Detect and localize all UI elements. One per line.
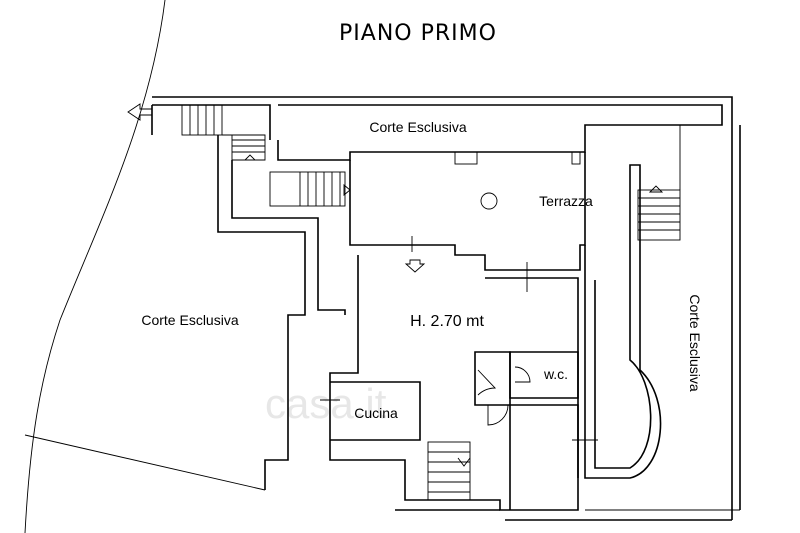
bottom-wall (395, 509, 732, 521)
label-corte-left: Corte Esclusiva (141, 312, 238, 328)
bottom-right-room (509, 404, 579, 510)
plan-title: PIANO PRIMO (339, 21, 497, 46)
corte-top-inner (277, 104, 723, 161)
property-boundary-diagonal (24, 434, 266, 491)
terrazza-pillar-right (571, 151, 581, 165)
door-marker-right (515, 262, 540, 292)
property-boundary-curve (24, 0, 166, 533)
label-height: H. 2.70 mt (410, 313, 484, 330)
hallway-door-icon-2 (487, 404, 509, 426)
watermark: casa.it (265, 380, 387, 427)
hallway-wall (474, 351, 511, 406)
left-corridor-outer (151, 105, 306, 490)
hallway-door-icon (477, 369, 497, 396)
stairs-middle (269, 171, 351, 207)
terrazza-wall (349, 152, 586, 271)
cucina-door-left (320, 390, 340, 410)
right-corridor-wall (584, 164, 662, 479)
stairs-bottom (427, 441, 471, 501)
stairs-top-left (181, 104, 266, 161)
left-corridor-inner (231, 160, 346, 315)
terrazza-pillar-left (454, 151, 478, 165)
label-terrazza: Terrazza (539, 193, 593, 209)
cucina-wall (330, 381, 421, 441)
entry-arrow-icon (127, 103, 153, 121)
label-cucina: Cucina (354, 405, 398, 421)
label-corte-top: Corte Esclusiva (369, 119, 466, 135)
label-corte-right: Corte Esclusiva (687, 294, 703, 391)
door-arrow-icon (404, 259, 426, 273)
stairs-right (637, 124, 681, 241)
bottom-door-marker (572, 428, 598, 450)
door-marker-top (400, 236, 425, 252)
wc-door-icon (514, 366, 531, 383)
terrazza-circle (480, 192, 498, 210)
label-wc: w.c. (543, 366, 568, 382)
